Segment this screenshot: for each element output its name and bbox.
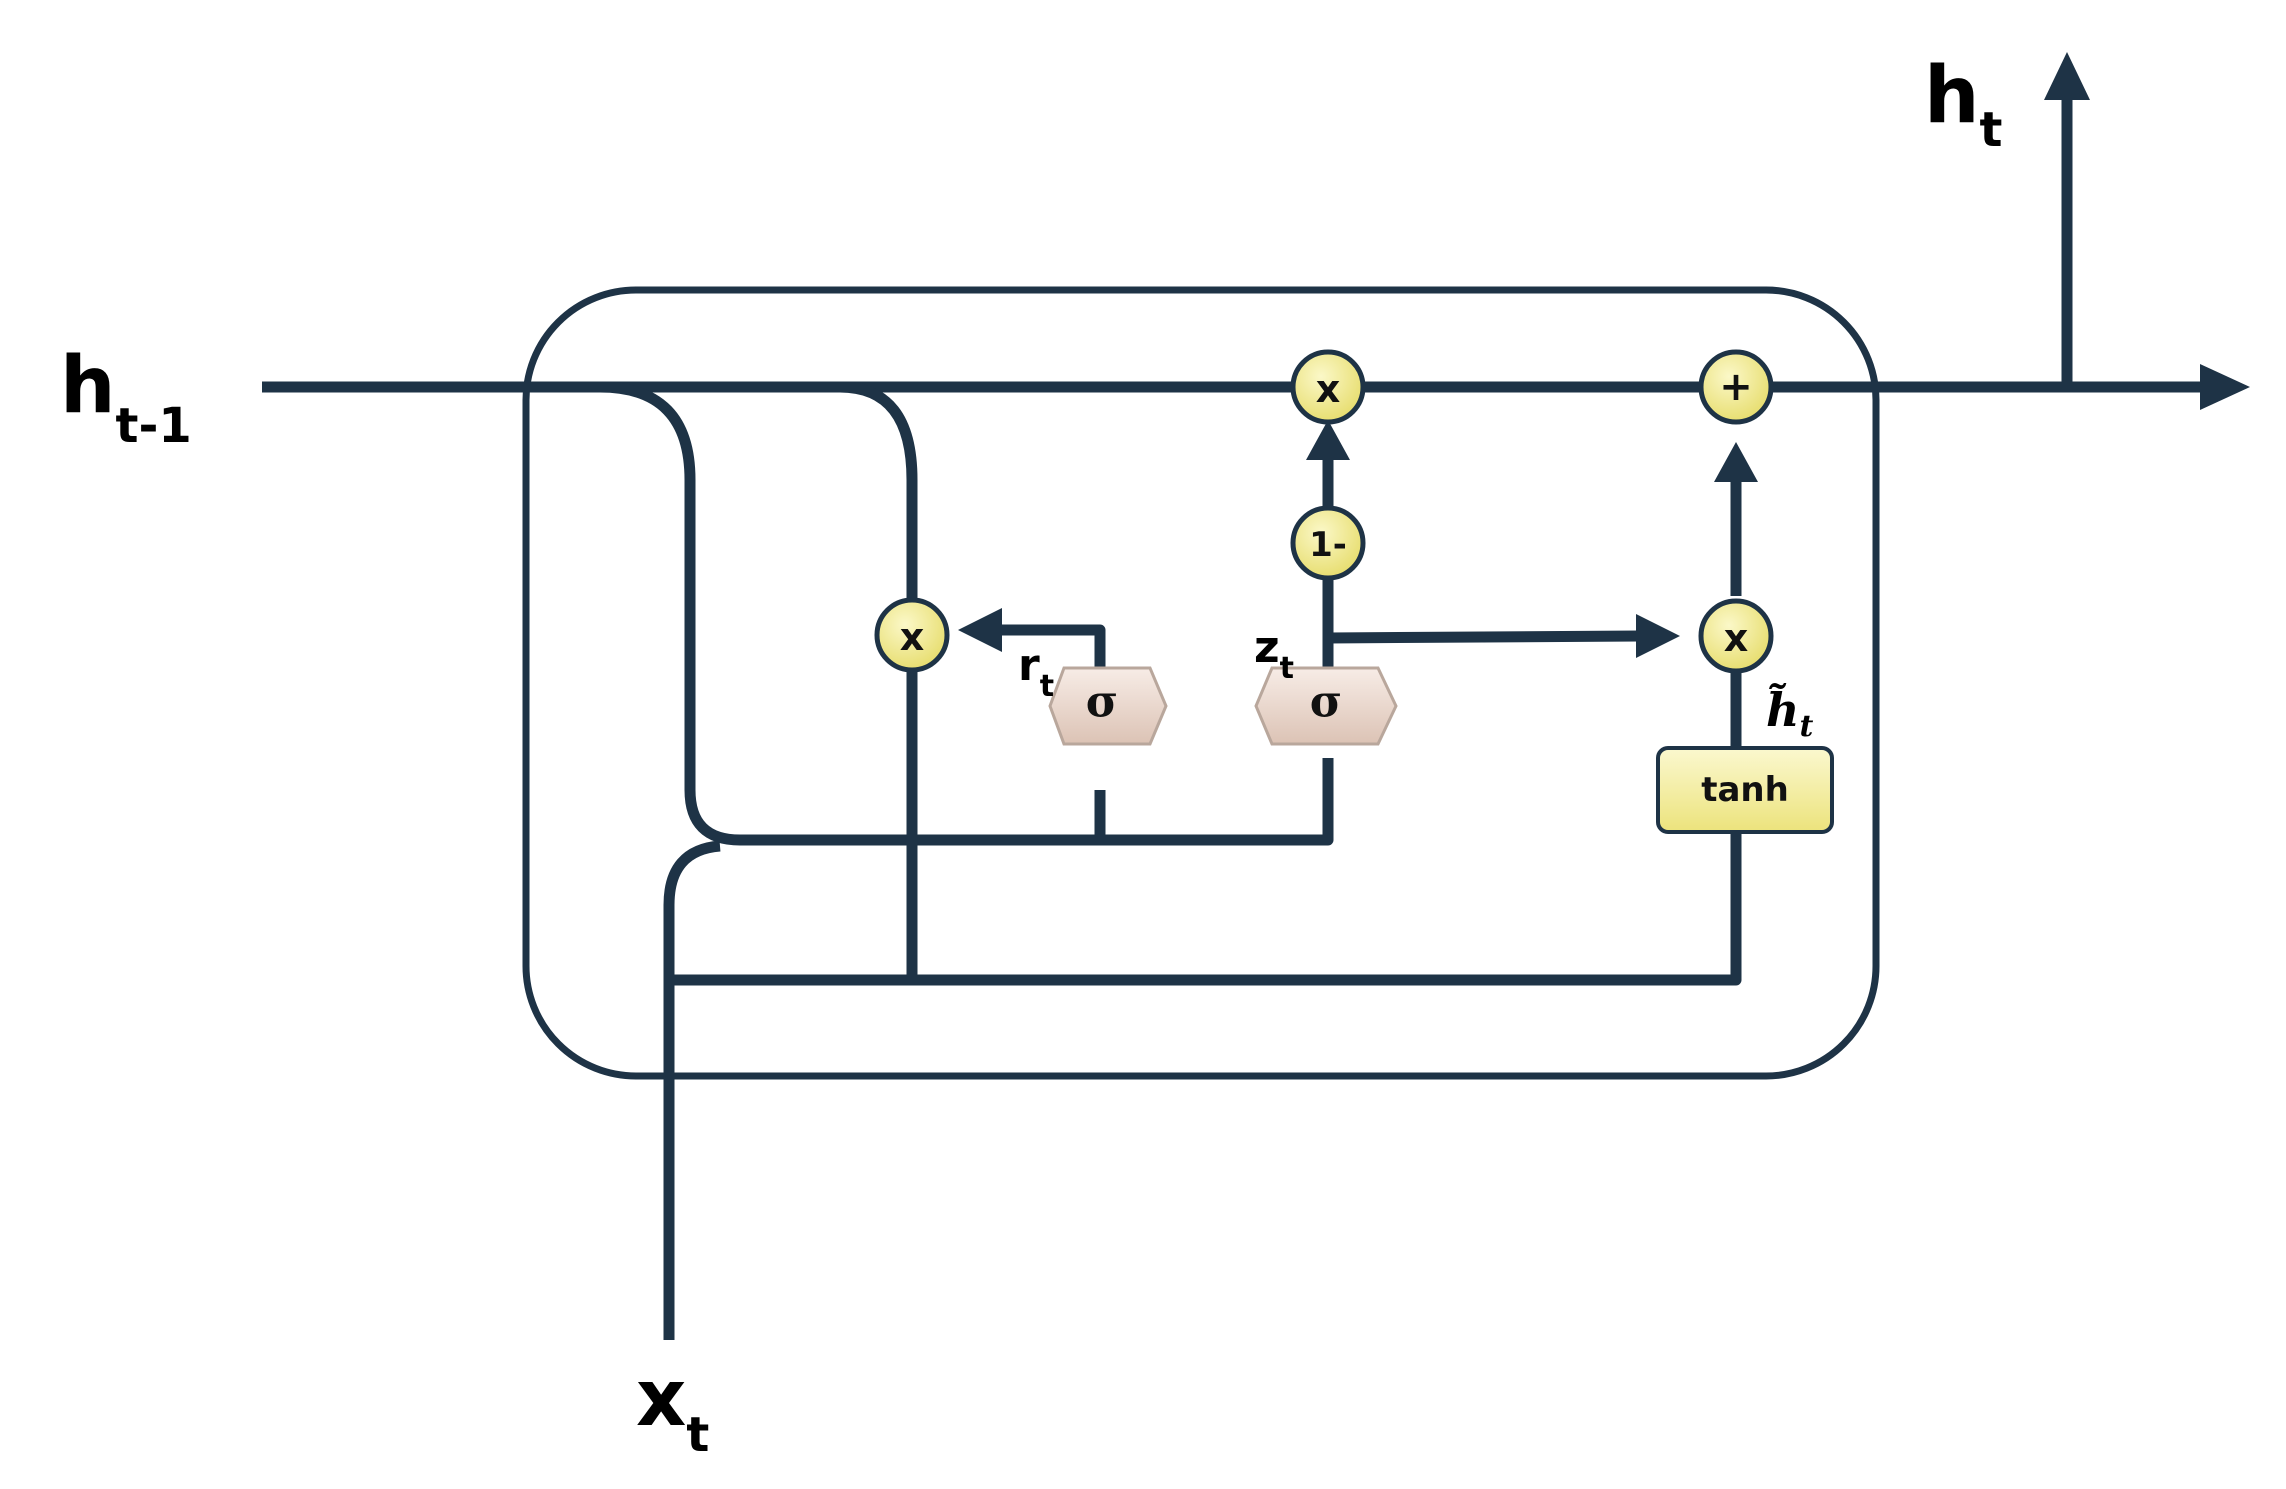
one-minus-arrowhead — [1306, 420, 1350, 460]
reset-multiply-symbol: x — [900, 615, 925, 659]
h-prev-to-reset-mult-wire — [839, 381, 918, 980]
reset-gate-label: rt — [1018, 640, 1054, 704]
update-branch-arrowhead — [1636, 614, 1680, 658]
update-multiply-symbol: x — [1724, 616, 1749, 660]
keep-multiply-node: x — [1290, 349, 1366, 425]
reset-sigma-gate: σ — [1048, 666, 1168, 746]
update-sigma-gate: σ — [1254, 666, 1398, 746]
candidate-state-label: h̃t — [1766, 683, 1813, 744]
update-gate-branch-wire — [1327, 630, 1641, 644]
h-prev-label: ht-1 — [60, 341, 192, 454]
reset-gate-arrowhead — [958, 608, 1002, 652]
x-input-label: xt — [636, 1354, 709, 1463]
output-right-arrowhead — [2200, 364, 2250, 410]
reset-sigma-symbol: σ — [1086, 677, 1118, 728]
update-sigma-symbol: σ — [1310, 677, 1342, 728]
cell-boundary — [522, 286, 1880, 1080]
one-minus-symbol: 1- — [1309, 525, 1347, 565]
update-gate-label: zt — [1254, 622, 1294, 686]
x-to-candidate-wire — [669, 830, 1742, 986]
one-minus-node: 1- — [1290, 505, 1366, 581]
add-symbol: + — [1719, 364, 1753, 410]
wires — [262, 100, 2200, 1340]
arrowheads — [958, 52, 2250, 658]
candidate-tanh-node: tanh — [1656, 746, 1834, 834]
output-up-arrowhead — [2044, 52, 2090, 100]
h-prev-to-gates-wire — [599, 381, 1334, 846]
keep-multiply-symbol: x — [1316, 367, 1341, 411]
x-input-wire — [663, 840, 721, 1340]
add-input-arrowhead — [1714, 442, 1758, 482]
update-multiply-node: x — [1698, 598, 1774, 674]
tanh-label: tanh — [1701, 770, 1789, 810]
reset-multiply-node: x — [874, 597, 950, 673]
add-node: + — [1698, 349, 1774, 425]
h-out-label: ht — [1924, 51, 2002, 158]
